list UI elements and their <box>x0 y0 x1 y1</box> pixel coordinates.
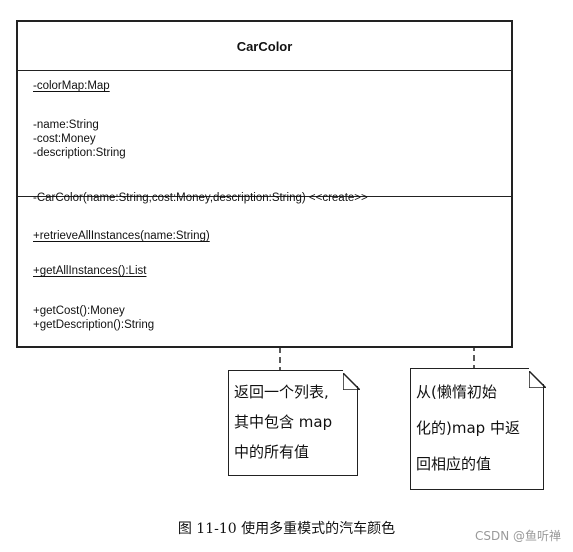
uml-class-box: CarColor -colorMap:Map -name:String -cos… <box>16 20 513 348</box>
method-get-all-instances: +getAllInstances():List <box>33 265 147 277</box>
attribute-name: -name:String <box>33 119 99 131</box>
note-lazy-map-lookup: 从(懒惰初始 化的)map 中返 回相应的值 <box>410 367 547 490</box>
watermark: CSDN @鱼听禅 <box>474 529 561 543</box>
note-line: 回相应的值 <box>416 455 492 473</box>
method-get-description: +getDescription():String <box>33 319 155 331</box>
note-line: 中的所有值 <box>234 443 310 461</box>
note-fold-corner <box>527 367 547 389</box>
attribute-description: -description:String <box>33 147 126 159</box>
static-attribute: -colorMap:Map <box>33 80 110 92</box>
method-retrieve-all-instances: +retrieveAllInstances(name:String) <box>33 230 210 242</box>
attribute-cost: -cost:Money <box>33 133 96 145</box>
note-line: 其中包含 map <box>234 413 333 431</box>
constructor: -CarColor(name:String,cost:Money,descrip… <box>33 192 368 204</box>
attributes-compartment: -colorMap:Map -name:String -cost:Money -… <box>18 70 511 197</box>
note-line: 返回一个列表, <box>234 383 329 401</box>
figure-caption: 图 11-10 使用多重模式的汽车颜色 <box>177 521 396 537</box>
note-fold-corner <box>341 369 361 391</box>
method-get-cost: +getCost():Money <box>33 305 125 317</box>
note-line: 从(懒惰初始 <box>416 383 497 401</box>
note-list-all-values: 返回一个列表, 其中包含 map 中的所有值 <box>228 369 361 476</box>
class-name: CarColor <box>18 22 511 71</box>
note-line: 化的)map 中返 <box>416 419 520 437</box>
